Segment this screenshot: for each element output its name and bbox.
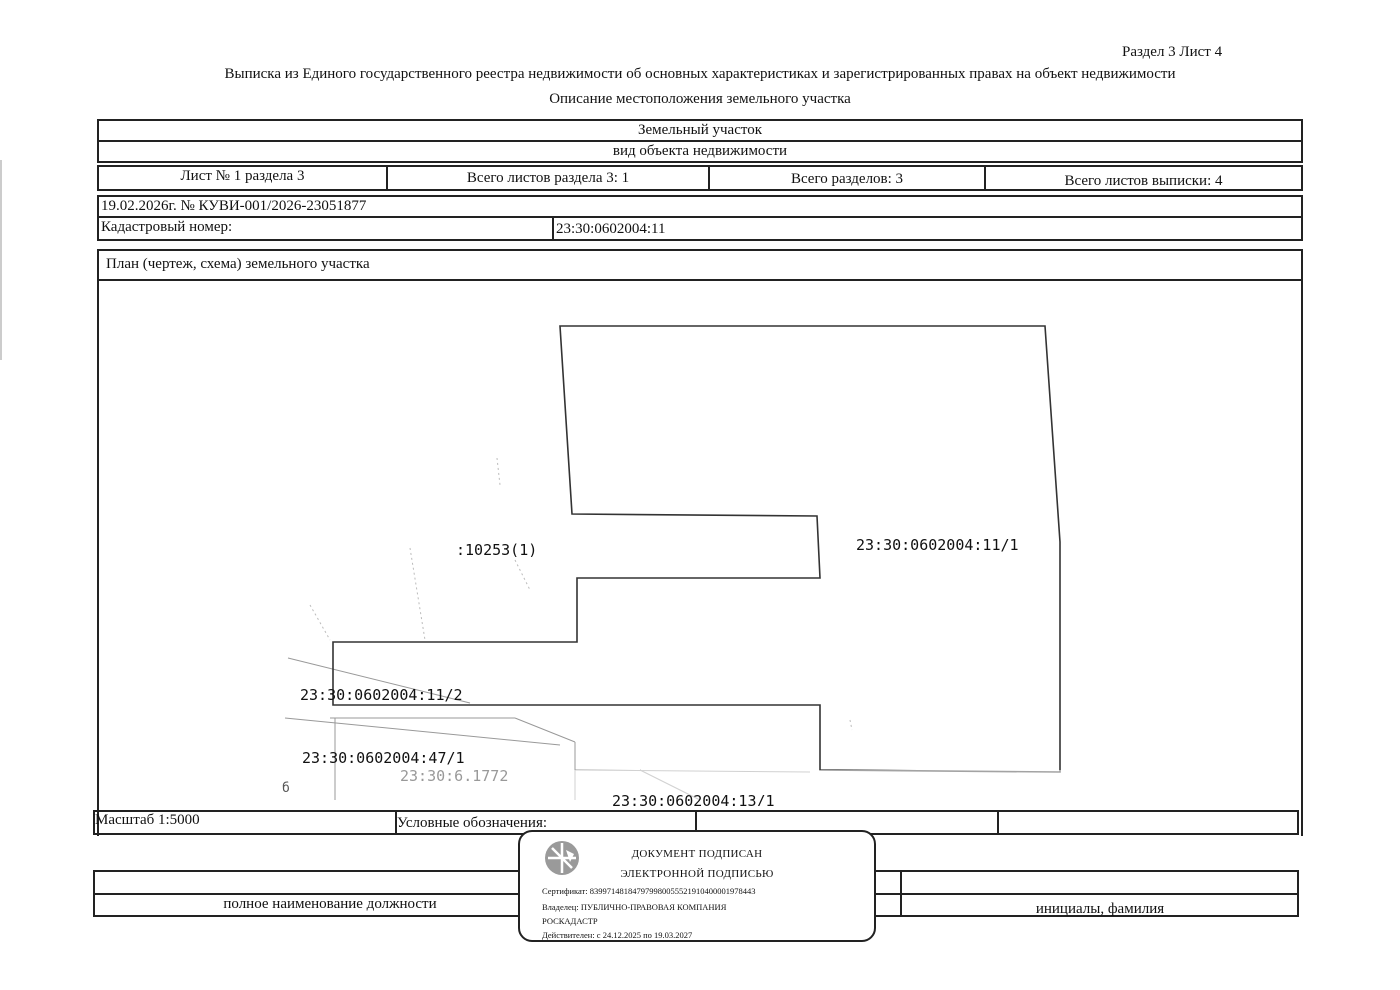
divider	[99, 279, 1301, 281]
position-label: полное наименование должности	[223, 896, 437, 912]
plan-frame: План (чертеж, схема) земельного участка	[97, 249, 1303, 836]
stamp-certificate: Сертификат: 8399714818479799800555219104…	[542, 886, 756, 896]
divider	[395, 812, 397, 833]
electronic-signature-stamp: ДОКУМЕНТ ПОДПИСАН ЭЛЕКТРОННОЙ ПОДПИСЬЮ С…	[518, 830, 876, 942]
cadastral-value: 23:30:0602004:11	[556, 221, 666, 237]
scan-edge	[0, 160, 2, 360]
label-neighbor-10253: :10253(1)	[456, 541, 538, 559]
rosreestr-emblem-icon	[545, 841, 579, 875]
stamp-owner-2: РОСКАДАСТР	[542, 916, 598, 926]
object-kind-label: вид объекта недвижимости	[612, 143, 788, 159]
neighbor-parcel-lines	[309, 457, 853, 731]
label-parcel-13: 23:30:0602004:13/1	[612, 792, 775, 806]
document-title: Выписка из Единого государственного реес…	[224, 66, 1176, 82]
stamp-owner-1: Владелец: ПУБЛИЧНО-ПРАВОВАЯ КОМПАНИЯ	[542, 902, 727, 912]
object-type-box: Земельный участок вид объекта недвижимос…	[97, 119, 1303, 163]
divider	[695, 812, 697, 833]
total-section-sheets: Всего листов раздела 3: 1	[466, 170, 630, 186]
divider	[552, 218, 554, 239]
divider	[99, 140, 1301, 142]
date-number: 19.02.2026г. № КУВИ-001/2026-23051877	[101, 198, 367, 214]
divider	[708, 167, 710, 189]
legend-label: Условные обозначения:	[397, 815, 548, 831]
section-sheet-label: Раздел 3 Лист 4	[1122, 44, 1223, 60]
stamp-line-2: ЭЛЕКТРОННОЙ ПОДПИСЬЮ	[620, 868, 774, 880]
total-sections: Всего разделов: 3	[790, 171, 904, 187]
object-name: Земельный участок	[637, 122, 763, 138]
label-parcel-6: 23:30:6.1772	[400, 767, 509, 785]
divider	[984, 167, 986, 189]
document-subtitle: Описание местоположения земельного участ…	[549, 91, 851, 107]
divider	[99, 216, 1301, 218]
sheet-of-section: Лист № 1 раздела 3	[180, 168, 305, 184]
stray-mark: б	[282, 781, 290, 796]
stamp-line-1: ДОКУМЕНТ ПОДПИСАН	[631, 848, 763, 860]
label-parcel-2: 23:30:0602004:11/2	[300, 686, 463, 704]
plan-title: План (чертеж, схема) земельного участка	[106, 256, 370, 272]
label-parcel-main: 23:30:0602004:11/1	[856, 536, 1019, 554]
cadastral-label: Кадастровый номер:	[101, 219, 233, 235]
scale-label: Масштаб 1:5000	[95, 812, 200, 828]
label-parcel-47: 23:30:0602004:47/1	[302, 749, 465, 767]
sheet-info-row: Лист № 1 раздела 3 Всего листов раздела …	[97, 165, 1303, 191]
document-info-box: 19.02.2026г. № КУВИ-001/2026-23051877 Ка…	[97, 195, 1303, 241]
parcel-outline	[332, 325, 1061, 773]
divider	[997, 812, 999, 833]
divider	[900, 872, 902, 915]
name-label: инициалы, фамилия	[1035, 901, 1165, 917]
divider	[386, 167, 388, 189]
total-extract-sheets: Всего листов выписки: 4	[1064, 173, 1223, 189]
stamp-validity: Действителен: с 24.12.2025 по 19.03.2027	[542, 930, 693, 940]
